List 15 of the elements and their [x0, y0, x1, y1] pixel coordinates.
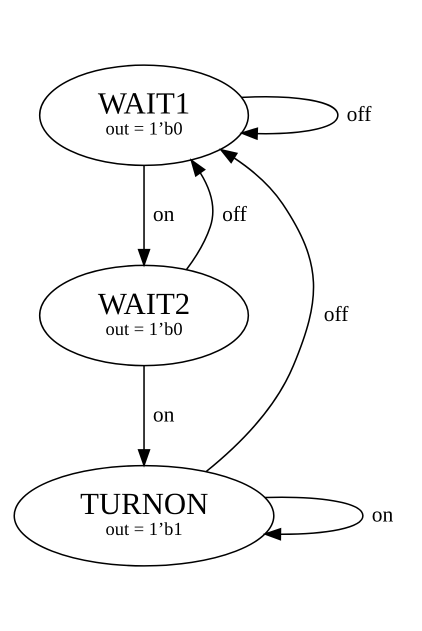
arrow [138, 166, 150, 268]
arrow [186, 158, 214, 270]
edge-label: off [346, 102, 372, 126]
node-ellipse: TURNON out = 1’b1 [13, 464, 275, 567]
node-ellipse: WAIT1 out = 1’b0 [38, 64, 250, 166]
edge-label: off [324, 302, 348, 326]
node-ellipse: WAIT2 out = 1’b0 [38, 264, 250, 366]
arrow [239, 96, 339, 140]
arrow [262, 496, 364, 541]
edge-label: off [222, 202, 247, 226]
arrow [206, 148, 314, 472]
edge-label: on [152, 202, 174, 226]
edge-label: on [152, 402, 174, 426]
arrow [138, 366, 150, 468]
edge-label: on [372, 502, 394, 526]
